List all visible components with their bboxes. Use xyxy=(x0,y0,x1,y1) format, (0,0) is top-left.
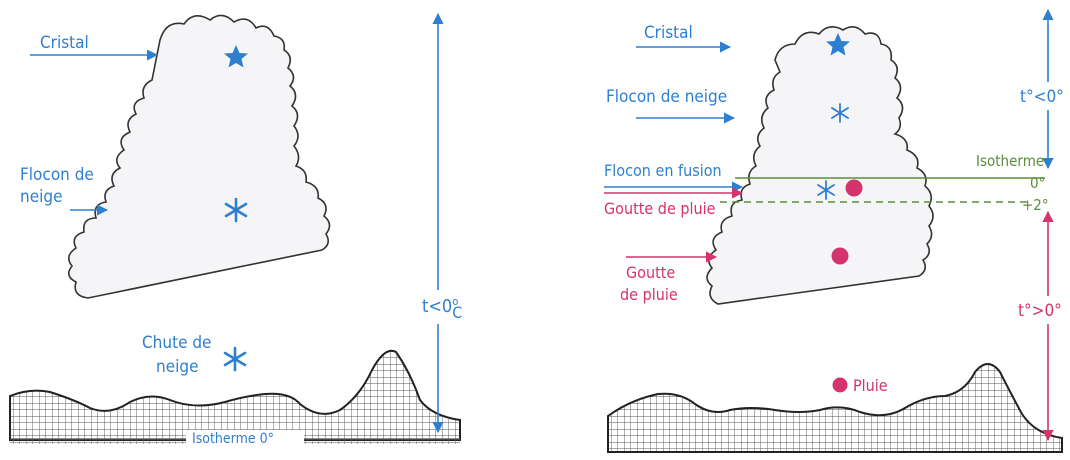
asterisk-icon xyxy=(817,180,835,200)
right-temp-top-label: t°<0° xyxy=(1020,87,1064,107)
right-isotherm-label: Isotherme xyxy=(976,152,1044,170)
right-raindrop-lower-label-1: Goutte xyxy=(626,263,675,282)
right-rain-label: Pluie xyxy=(853,376,888,395)
left-temp-sup: o xyxy=(452,295,458,308)
dot-icon xyxy=(845,179,863,197)
right-snowflake-label: Flocon de neige xyxy=(606,87,727,107)
left-terrain xyxy=(9,349,461,441)
left-temp-label-bg xyxy=(420,290,466,324)
right-temp-bottom-label: t°>0° xyxy=(1018,301,1062,321)
right-zero-label: 0° xyxy=(1030,174,1045,192)
left-snowfall-label-1: Chute de xyxy=(142,333,211,353)
right-plus-two-label: +2° xyxy=(1022,196,1049,214)
dot-icon xyxy=(831,247,849,265)
asterisk-icon xyxy=(223,346,247,372)
left-snowflake-label-1: Flocon de xyxy=(20,165,94,185)
left-isotherm-label-bg xyxy=(186,430,304,446)
right-terrain xyxy=(607,363,1063,453)
right-diagram: t°<0° t°>0° Isotherme 0° +2° Cristal Flo… xyxy=(604,8,1070,453)
left-temp-main: t<0 xyxy=(422,296,452,317)
right-temp-top-bg xyxy=(1018,82,1070,110)
right-raindrop-lower-label-2: de pluie xyxy=(620,285,678,304)
right-crystal-label: Cristal xyxy=(644,23,693,43)
right-cloud xyxy=(706,26,934,305)
left-snowfall-label-2: neige xyxy=(156,357,198,377)
left-cloud xyxy=(68,14,331,299)
left-snowflake-label-2: neige xyxy=(20,187,62,207)
right-melting-label: Flocon en fusion xyxy=(604,161,722,180)
left-isotherm-label: Isotherme 0° xyxy=(192,431,274,447)
left-temp-sub: C xyxy=(452,303,462,322)
star-icon xyxy=(224,45,248,68)
star-icon xyxy=(826,33,850,56)
asterisk-icon xyxy=(224,197,248,223)
right-temp-bottom-bg xyxy=(1018,296,1070,324)
dot-icon xyxy=(832,377,848,393)
left-crystal-label: Cristal xyxy=(40,33,89,53)
right-raindrop-upper-label: Goutte de pluie xyxy=(604,199,716,218)
asterisk-icon xyxy=(831,103,849,123)
